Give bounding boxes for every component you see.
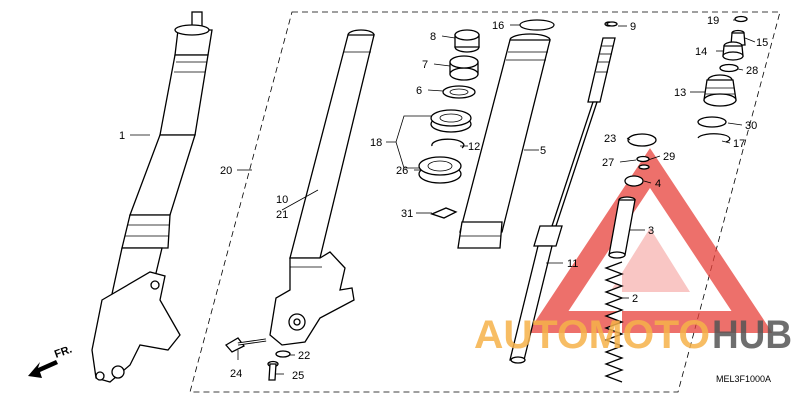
part-23-spacer [627, 133, 657, 147]
diagram-code: MEL3F1000A [716, 374, 771, 384]
part-19-nut [734, 15, 748, 23]
callout-12: 12 [468, 141, 480, 153]
part-31-clip [430, 207, 458, 219]
callout-15: 15 [756, 37, 768, 49]
callout-13: 13 [674, 87, 686, 99]
callout-3: 3 [648, 225, 654, 237]
part-24-bolt [224, 337, 267, 353]
callout-22: 22 [298, 350, 310, 362]
upper-right-parts [519, 15, 748, 143]
assembly-boundary [189, 11, 781, 393]
callout-5: 5 [540, 145, 546, 157]
callout-18: 18 [370, 137, 382, 149]
callout-9: 9 [630, 21, 636, 33]
front-direction-arrow-icon [28, 360, 58, 378]
part-5-fork-tube [457, 33, 551, 249]
part-12-stop-ring [431, 138, 465, 149]
callout-11: 11 [567, 258, 578, 270]
part-7-collar [449, 55, 479, 81]
part-13-fork-bolt [703, 74, 737, 107]
watermark-text-secondary: HUB [712, 313, 792, 357]
part-8-collar [454, 29, 480, 53]
callout-16: 16 [492, 20, 504, 32]
watermark-triangle [527, 148, 773, 333]
callout-4: 4 [655, 178, 661, 190]
callout-14: 14 [695, 46, 707, 58]
callout-2: 2 [632, 293, 638, 305]
part-18-oil-seal [430, 109, 472, 133]
callout-1: 1 [119, 130, 125, 142]
callout-27: 27 [602, 157, 614, 169]
callout-19: 19 [707, 15, 719, 27]
part-4-seat [624, 175, 644, 187]
callout-24: 24 [230, 368, 242, 380]
part-16-circlip [519, 19, 555, 31]
callout-21: 21 [276, 209, 288, 221]
callout-31: 31 [401, 208, 413, 220]
part-17-ring [697, 133, 731, 143]
callout-23: 23 [604, 133, 616, 145]
callout-25: 25 [292, 370, 304, 382]
stacked-rings [418, 29, 480, 219]
part-26-dust-seal [418, 156, 462, 184]
callout-17: 17 [733, 138, 745, 150]
part-25-bolt [267, 360, 279, 381]
callout-28: 28 [746, 65, 758, 77]
leader-lines [130, 19, 756, 375]
callout-numbers: 1 20 10 21 8 7 6 18 12 26 31 16 9 5 11 2… [119, 15, 768, 382]
part-28-o-ring [719, 63, 739, 73]
part-2-spring [604, 261, 624, 383]
bolts-lower [224, 337, 291, 381]
callout-7: 7 [422, 59, 428, 71]
callout-20: 20 [220, 165, 232, 177]
part-6-washer [442, 85, 476, 99]
watermark-text-primary: AUTOMOTO [474, 313, 710, 357]
fork-assembly-complete [91, 11, 213, 383]
part-22-washer [275, 350, 291, 358]
part-30-o-ring [697, 116, 727, 128]
callout-29: 29 [663, 151, 675, 163]
fork-pipe-and-bottom-case [269, 29, 375, 346]
callout-6: 6 [416, 85, 422, 97]
callout-10: 10 [276, 194, 288, 206]
callout-26: 26 [396, 165, 408, 177]
part-14-cap [722, 41, 744, 61]
part-9-washer [606, 21, 618, 27]
damper-rod-assembly [509, 21, 657, 383]
part-3-collar [608, 196, 636, 259]
callout-8: 8 [430, 31, 436, 43]
front-direction-label: FR. [53, 343, 74, 360]
callout-30: 30 [745, 120, 757, 132]
